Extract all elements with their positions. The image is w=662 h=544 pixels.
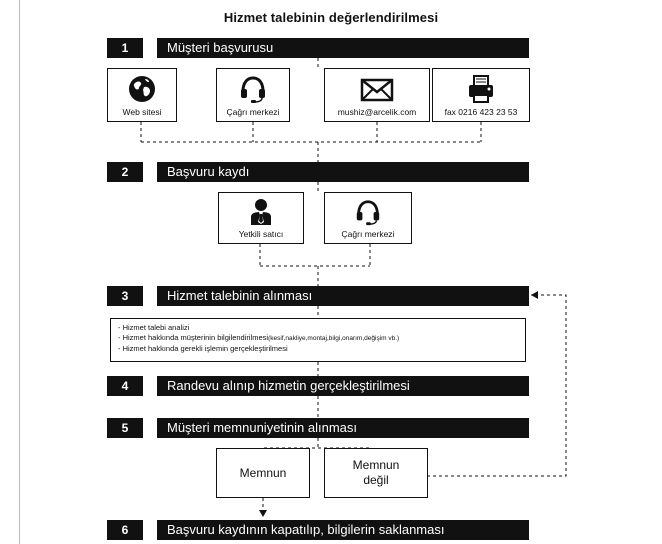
step-1-bar: 1 Müşteri başvurusu (107, 38, 529, 58)
step-separator (143, 376, 157, 396)
channel-label: fax 0216 423 23 53 (444, 107, 518, 117)
step-label: Müşteri memnuniyetinin alınması (167, 420, 358, 435)
detail-text: - Hizmet hakkında müşterinin bilgilendir… (118, 333, 269, 342)
not-satisfied-line: değil (363, 473, 389, 487)
satisfied-box: Memnun (216, 448, 310, 498)
diagram-title: Hizmet talebinin değerlendirilmesi (223, 10, 439, 25)
step-6-bar: 6 Başvuru kaydının kapatılıp, bilgilerin… (107, 520, 529, 540)
step-separator (143, 162, 157, 182)
step-label: Başvuru kaydı (167, 164, 250, 179)
step-number: 6 (121, 523, 129, 537)
step-label: Hizmet talebinin alınması (167, 288, 313, 303)
registration-label: Yetkili satıcı (238, 229, 284, 239)
step-3-bar: 3 Hizmet talebinin alınması (107, 286, 529, 306)
channel-label: mushiz@arcelik.com (337, 107, 417, 117)
step-4-bar: 4 Randevu alınıp hizmetin gerçekleştiril… (107, 376, 529, 396)
step-separator (143, 38, 157, 58)
left-margin-rule (19, 0, 20, 544)
step-label: Başvuru kaydının kapatılıp, bilgilerin s… (167, 522, 445, 537)
step-2-bar: 2 Başvuru kaydı (107, 162, 529, 182)
detail-line: - Hizmet hakkında gerekli işlemin gerçek… (118, 344, 288, 353)
registration-call-center-box: Çağrı merkezi (324, 192, 412, 244)
detail-line: - Hizmet hakkında müşterinin bilgilendir… (118, 333, 525, 344)
step-separator (143, 418, 157, 438)
channel-label: Çağrı merkezi (226, 107, 280, 117)
satisfied-label: Memnun (239, 465, 287, 480)
detail-line: - Hizmet talebi analizi (118, 323, 190, 332)
step-label: Müşteri başvurusu (167, 40, 274, 55)
headset-icon (241, 76, 265, 103)
channel-label: Web sitesi (122, 107, 162, 117)
step-number: 4 (121, 379, 129, 393)
channel-web-box: Web sitesi (107, 68, 177, 122)
step-label: Randevu alınıp hizmetin gerçekleştirilme… (167, 378, 410, 393)
detail-note: (kesif,nakliye,montaj,bilgi,onarım,değiş… (268, 335, 400, 342)
step-separator (143, 286, 157, 306)
step-5-bar: 5 Müşteri memnuniyetinin alınması (107, 418, 529, 438)
step-number: 5 (121, 421, 129, 435)
registration-dealer-box: Yetkili satıcı (218, 192, 304, 244)
step-number: 1 (121, 41, 129, 55)
channel-call-center-box: Çağrı merkezi (216, 68, 290, 122)
envelope-icon (360, 78, 394, 102)
person-icon (251, 199, 271, 225)
channel-email-box: mushiz@arcelik.com (324, 68, 430, 122)
channel-fax-box: fax 0216 423 23 53 (432, 68, 530, 122)
globe-icon (129, 76, 155, 102)
registration-label: Çağrı merkezi (341, 229, 395, 239)
not-satisfied-line: Memnun (352, 458, 400, 472)
service-details-box: - Hizmet talebi analizi - Hizmet hakkınd… (110, 318, 526, 362)
step-number: 2 (121, 165, 129, 179)
step-number: 3 (121, 289, 129, 303)
step-separator (143, 520, 157, 540)
fax-icon (469, 75, 493, 103)
headset-icon (356, 200, 380, 226)
